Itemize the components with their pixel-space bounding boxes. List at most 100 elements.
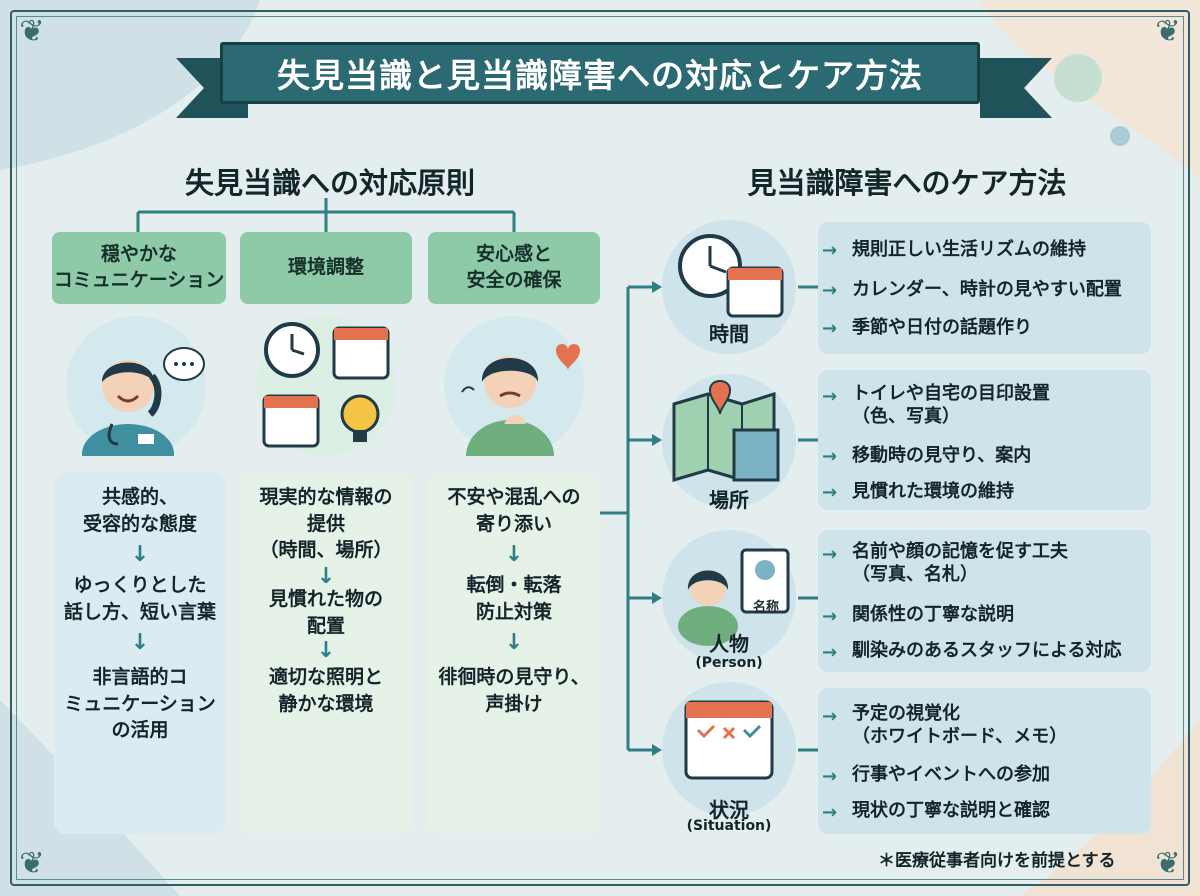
care-item: トイレや自宅の目印設置（色、写真） (852, 382, 1050, 429)
arrow-right-icon: → (822, 318, 838, 339)
step-line: 転倒・転落 (466, 574, 562, 596)
step-line: 防止対策 (475, 600, 552, 623)
step-line: 徘徊時の見守り、 (438, 666, 590, 688)
step-line: 寄り添い (475, 512, 552, 535)
step-text: 見慣れた物の配置 (240, 586, 412, 639)
arrow-down-icon: ↓ (316, 638, 336, 663)
category-place-circle (662, 374, 796, 508)
step-line: 共感的、 (101, 486, 178, 508)
map-building-icon (672, 380, 780, 483)
step-text: 非言語的コミュニケーションの活用 (54, 664, 226, 744)
inner-frame (16, 16, 1184, 880)
step-line: 受容的な態度 (82, 512, 197, 535)
care-item: カレンダー、時計の見やすい配置 (852, 279, 1122, 300)
step-text: 転倒・転落防止対策 (428, 572, 600, 625)
tag-line: 環境調整 (287, 256, 364, 279)
nametag-label: 名称 (752, 600, 779, 615)
tag-line: 安全の確保 (466, 269, 562, 291)
care-line: （ホワイトボード、メモ） (852, 726, 1068, 748)
category-label-situation: 状況 (709, 798, 749, 822)
step-text: 不安や混乱への寄り添い (428, 484, 600, 537)
step-line: 声掛け (485, 692, 543, 715)
arrow-down-icon: ↓ (504, 630, 524, 655)
tag-communication: 穏やかなコミュニケーション (52, 232, 226, 304)
arrow-right-icon: → (822, 482, 838, 503)
arrow-right-icon: → (822, 240, 838, 261)
category-label-time: 時間 (709, 322, 749, 346)
left-heading: 失見当識への対応原則 (184, 166, 475, 200)
tag-line: コミュニケーション (53, 269, 225, 291)
reassurance-illustration (444, 316, 584, 492)
column-panel-environment (240, 472, 412, 834)
step-line: 現実的な情報の (259, 486, 393, 508)
tag-safety: 安心感と安全の確保 (428, 232, 600, 304)
step-line: 不安や混乱への (447, 486, 581, 508)
step-line: 静かな環境 (278, 692, 374, 715)
care-box-situation (818, 688, 1151, 834)
clock-calendar-bulb-icon (262, 322, 390, 448)
outer-frame (10, 10, 1190, 886)
care-line: トイレや自宅の目印設置 (852, 383, 1050, 404)
arrow-right-icon: → (822, 446, 838, 467)
environment-illustration (256, 316, 396, 456)
footnote: ＊医療従事者向けを前提とする (878, 851, 1116, 871)
step-line: ミュニケーション (64, 692, 216, 715)
arrow-down-icon: ↓ (130, 630, 150, 655)
care-line: （写真、名札） (852, 564, 978, 586)
care-item: 現状の丁寧な説明と確認 (852, 800, 1050, 821)
step-text: 徘徊時の見守り、声掛け (428, 664, 600, 717)
care-item: 規則正しい生活リズムの維持 (852, 239, 1086, 260)
step-line: 話し方、短い言葉 (63, 600, 216, 623)
care-box-time (818, 222, 1151, 354)
care-box-person (818, 530, 1151, 672)
care-item: 予定の視覚化（ホワイトボード、メモ） (852, 702, 1067, 749)
category-label-person: 人物 (709, 632, 749, 656)
arrow-right-icon: → (822, 544, 838, 565)
arrow-right-icon: → (822, 606, 838, 627)
care-item: 馴染みのあるスタッフによる対応 (852, 640, 1122, 661)
person-nametag-icon (678, 548, 790, 646)
care-item: 見慣れた環境の維持 (852, 481, 1014, 502)
arrow-right-icon: → (822, 802, 838, 823)
corner-ornament-icon: ❦ (19, 14, 45, 49)
page-title: 失見当識と見当識障害への対応とケア方法 (277, 56, 923, 95)
corner-ornament-icon: ❦ (1155, 846, 1181, 881)
arrow-right-icon: → (822, 766, 838, 787)
title-banner: 失見当識と見当識障害への対応とケア方法 (220, 42, 980, 104)
step-text: 現実的な情報の提供 （時間、場所） (240, 484, 412, 564)
right-heading: 見当識障害へのケア方法 (747, 166, 1067, 200)
care-item: 関係性の丁寧な説明 (852, 604, 1014, 625)
banner-ribbon-right (980, 58, 1052, 118)
care-item: 移動時の見守り、案内 (852, 445, 1032, 466)
care-item: 季節や日付の話題作り (852, 317, 1032, 338)
care-line: 名前や顔の記憶を促す工夫 (852, 541, 1068, 562)
corner-ornament-icon: ❦ (1155, 14, 1181, 49)
step-line: 見慣れた物の (268, 588, 383, 610)
arrow-down-icon: ↓ (130, 542, 150, 567)
arrow-right-icon: → (822, 642, 838, 663)
step-line: （時間、場所） (259, 539, 393, 562)
care-item: 名前や顔の記憶を促す工夫（写真、名札） (852, 540, 1068, 587)
care-box-place (818, 370, 1151, 510)
step-line: 非言語的コ (92, 666, 188, 688)
arrow-down-icon: ↓ (316, 564, 336, 589)
arrow-right-icon: → (822, 280, 838, 301)
step-line: 適切な照明と (268, 666, 383, 688)
category-person-circle (662, 530, 796, 664)
step-line: 配置 (306, 614, 345, 637)
step-text: 共感的、受容的な態度 (54, 484, 226, 537)
step-line: 提供 (306, 512, 345, 535)
arrow-right-icon: → (822, 386, 838, 407)
schedule-calendar-icon (684, 700, 774, 780)
corner-ornament-icon: ❦ (19, 846, 45, 881)
category-sub-situation: (Situation) (686, 818, 772, 834)
nurse-illustration (66, 316, 206, 484)
category-situation-circle (662, 682, 796, 816)
category-time-circle (662, 220, 796, 354)
care-line: 予定の視覚化 (852, 703, 960, 724)
step-text: ゆっくりとした話し方、短い言葉 (54, 572, 226, 625)
worried-person-icon (461, 344, 580, 492)
column-panel-safety (428, 472, 600, 834)
column-panel-communication (54, 472, 226, 834)
